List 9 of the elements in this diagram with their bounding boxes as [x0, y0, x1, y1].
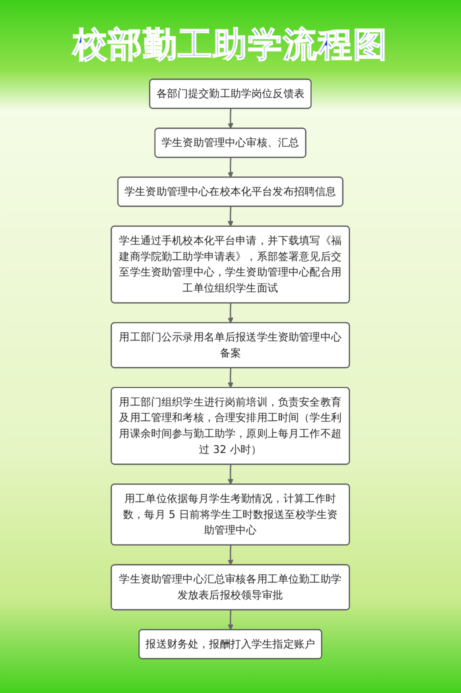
arrow	[228, 368, 234, 388]
arrow	[228, 610, 234, 630]
poster-title: 校部勤工助学流程图	[71, 24, 389, 67]
arrow	[228, 206, 234, 227]
arrow	[228, 108, 234, 129]
arrow	[228, 303, 234, 324]
arrow	[228, 545, 234, 566]
arrow	[228, 158, 234, 178]
arrow	[228, 464, 234, 485]
